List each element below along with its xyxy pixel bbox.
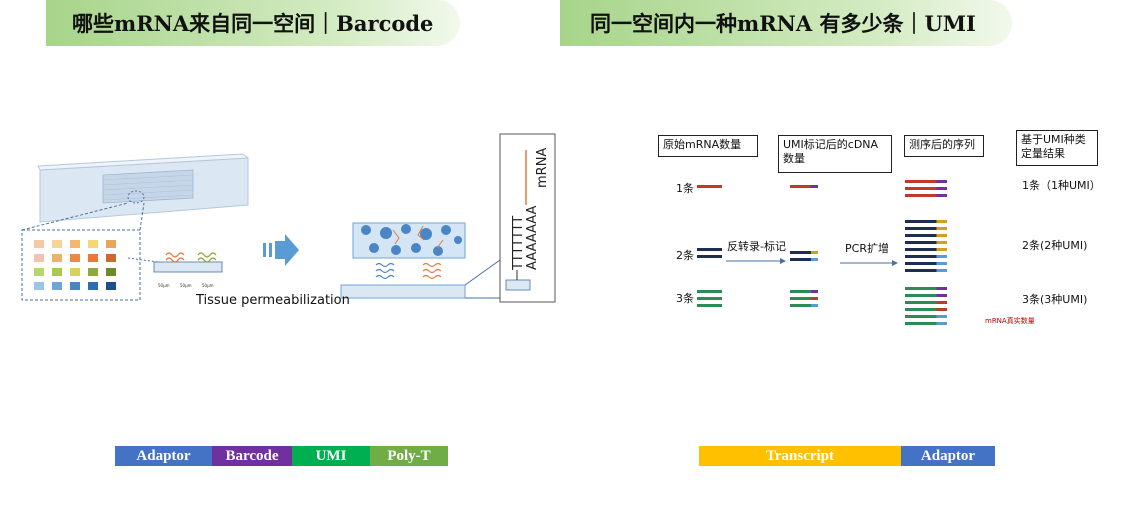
spatial-chip-diagram: 50μm 50μm 50μm TTTTTTT AAAAAAA mRNA bbox=[21, 133, 556, 303]
tissue-permeabilization-caption: Tissue permeabilization bbox=[196, 293, 350, 308]
result-2: 2条(2种UMI) bbox=[1022, 239, 1088, 252]
scale-label-1: 50μm bbox=[158, 283, 170, 288]
col-header-sequencing: 测序后的序列 bbox=[904, 135, 984, 157]
oligo-t-text: TTTTTTT bbox=[511, 216, 526, 271]
raw-mrna-line bbox=[697, 290, 722, 293]
left-header-title: 哪些mRNA来自同一空间｜Barcode bbox=[72, 11, 434, 36]
row-label-3: 3条 bbox=[676, 292, 694, 305]
cdna-line bbox=[790, 251, 818, 254]
segment-transcript: Transcript bbox=[699, 446, 901, 466]
cdna-line bbox=[790, 258, 818, 261]
slide-substrate bbox=[340, 284, 466, 299]
col-header-umi-cdna: UMI标记后的cDNA数量 bbox=[778, 135, 892, 173]
raw-mrna-line bbox=[697, 297, 722, 300]
sequencing-reads-3 bbox=[905, 287, 947, 329]
barcode-spots bbox=[34, 240, 116, 290]
arrow-label-rt: 反转录-标记 bbox=[727, 240, 786, 253]
right-header-title: 同一空间内一种mRNA 有多少条｜UMI bbox=[590, 11, 976, 36]
read-structure-bar-left: Adaptor Barcode UMI Poly-T bbox=[115, 446, 448, 466]
row-label-1: 1条 bbox=[676, 182, 694, 195]
oligo-detail-box bbox=[499, 133, 556, 303]
sequencing-reads-2 bbox=[905, 220, 947, 276]
segment-adaptor-right: Adaptor bbox=[901, 446, 995, 466]
right-header-banner bbox=[560, 0, 1012, 46]
result-3: 3条(3种UMI) bbox=[1022, 293, 1088, 306]
cdna-line bbox=[790, 297, 818, 300]
reaction-arrows bbox=[726, 258, 898, 266]
scale-label-3: 50μm bbox=[202, 283, 214, 288]
col-header-umi-quant: 基于UMI种类定量结果 bbox=[1016, 130, 1098, 166]
left-header-banner bbox=[46, 0, 460, 46]
cdna-line bbox=[790, 290, 818, 293]
raw-mrna-line bbox=[697, 255, 722, 258]
raw-mrna-line bbox=[697, 248, 722, 251]
scale-label-2: 50μm bbox=[180, 283, 192, 288]
segment-adaptor: Adaptor bbox=[115, 446, 212, 466]
segment-poly-t: Poly-T bbox=[370, 446, 448, 466]
read-structure-bar-right: Transcript Adaptor bbox=[699, 446, 995, 466]
col-header-raw-mrna: 原始mRNA数量 bbox=[658, 135, 758, 157]
cdna-line bbox=[790, 185, 818, 188]
footnote-true-count: mRNA真实数量 bbox=[985, 317, 1035, 325]
zoom-box bbox=[21, 229, 141, 301]
segment-umi: UMI bbox=[292, 446, 370, 466]
cdna-line bbox=[790, 304, 818, 307]
capture-area bbox=[102, 169, 194, 204]
sequencing-reads-1 bbox=[905, 180, 947, 201]
segment-barcode: Barcode bbox=[212, 446, 292, 466]
result-1: 1条（1种UMI） bbox=[1022, 179, 1101, 192]
raw-mrna-line bbox=[697, 304, 722, 307]
process-arrow bbox=[263, 234, 299, 266]
row-label-2: 2条 bbox=[676, 249, 694, 262]
mrna-label: mRNA bbox=[535, 148, 550, 188]
arrow-label-pcr: PCR扩增 bbox=[845, 242, 889, 255]
oligo-a-text: AAAAAAA bbox=[525, 205, 540, 270]
raw-mrna-line bbox=[697, 185, 722, 188]
